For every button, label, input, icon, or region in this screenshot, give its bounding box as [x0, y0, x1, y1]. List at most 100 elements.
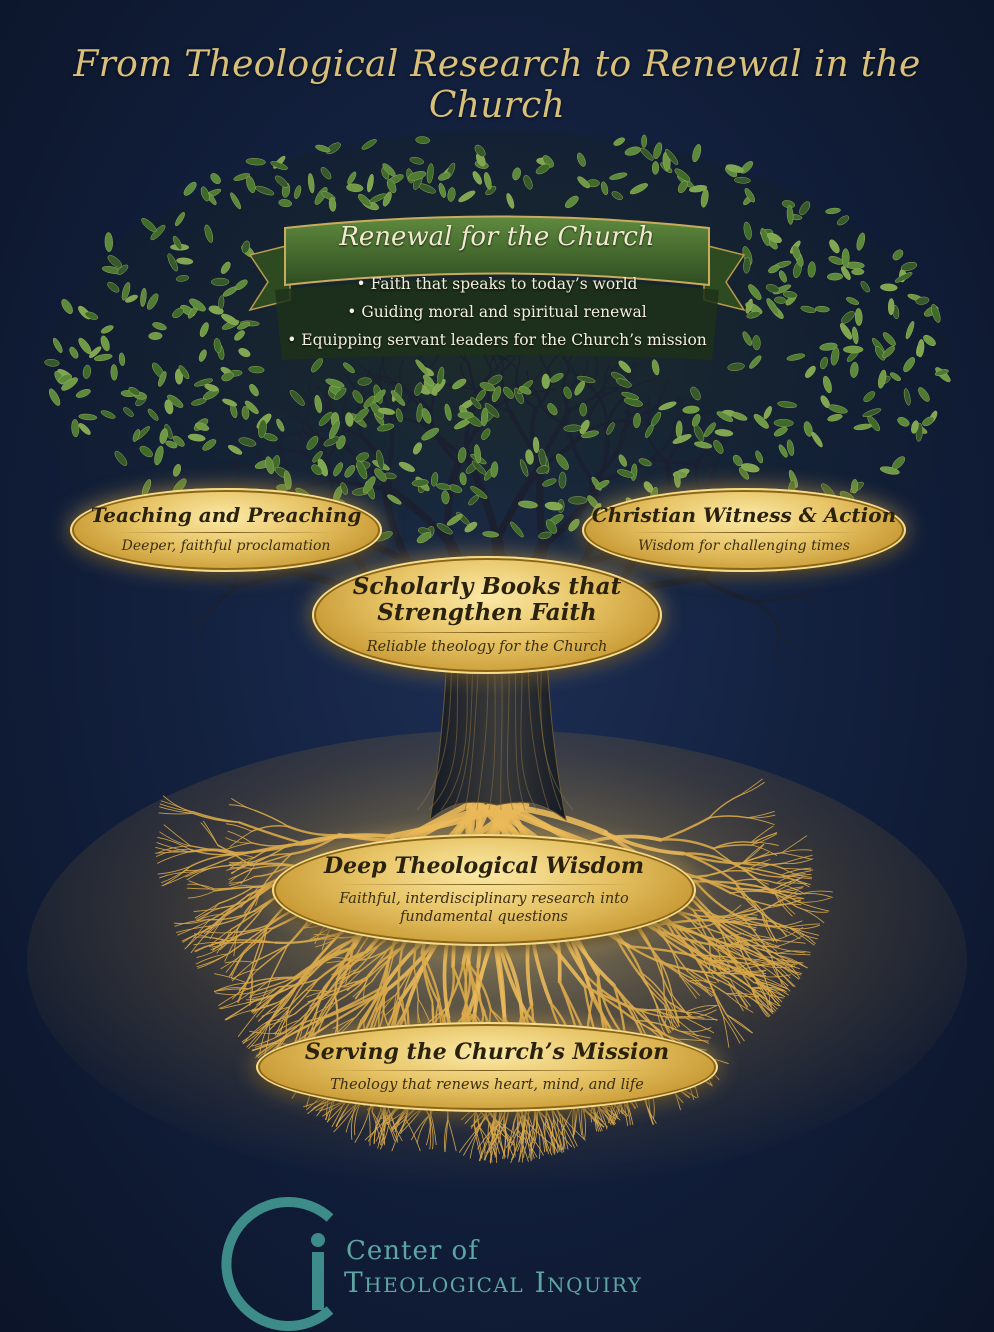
root-strand — [557, 1118, 576, 1149]
leaf — [922, 416, 935, 427]
leaf — [444, 403, 452, 421]
leaf — [311, 358, 323, 373]
root-strand — [405, 1119, 421, 1152]
root-strand — [254, 853, 293, 862]
leaf — [841, 248, 850, 268]
leaf — [415, 136, 430, 144]
root-strand — [750, 825, 774, 843]
root-strand — [705, 974, 727, 1016]
branch — [589, 357, 599, 388]
leaf — [577, 152, 586, 167]
root-strand — [378, 1107, 386, 1143]
root-strand — [371, 1111, 385, 1144]
root-strand — [708, 815, 749, 819]
root-strand — [216, 928, 232, 954]
leaf — [740, 161, 754, 174]
leaf — [491, 386, 502, 403]
leaf — [107, 255, 122, 268]
leaf — [457, 411, 474, 419]
root-strand — [670, 922, 708, 977]
leaf — [811, 431, 823, 448]
root-strand — [254, 809, 290, 828]
root-strand — [444, 1118, 449, 1153]
root-strand — [742, 844, 765, 864]
branch — [493, 463, 544, 544]
root-strand — [725, 993, 760, 998]
root-strand — [275, 1019, 301, 1037]
root-strand — [220, 1000, 255, 1010]
root-strand — [356, 943, 381, 970]
leaf — [61, 377, 78, 391]
branch — [691, 463, 718, 481]
root-strand — [368, 1110, 371, 1146]
root-strand — [527, 1110, 534, 1144]
root-strand — [366, 949, 389, 978]
leaf — [791, 245, 801, 260]
plaque-heading: Scholarly Books that — [352, 573, 622, 600]
root-strand — [426, 1111, 432, 1146]
leaf — [700, 188, 709, 208]
leaf — [512, 167, 521, 181]
root-strand — [249, 971, 253, 1006]
root-strand — [703, 958, 720, 983]
root-strand — [294, 991, 330, 1015]
root-strand — [763, 956, 798, 965]
root-strand — [186, 887, 216, 890]
root-strand — [673, 1015, 705, 1019]
leaf — [611, 191, 623, 200]
root-strand — [240, 861, 257, 885]
root-strand — [160, 800, 194, 814]
root-strand — [742, 851, 770, 864]
root-strand — [228, 876, 256, 884]
branch — [595, 422, 610, 485]
root-strand — [640, 972, 669, 1002]
branch — [381, 414, 425, 426]
leaf — [431, 472, 439, 487]
root-strand — [225, 823, 253, 832]
leaf — [195, 422, 210, 431]
root-strand — [159, 803, 194, 813]
root-strand — [218, 988, 250, 1006]
leaf — [446, 514, 463, 526]
branch — [589, 428, 626, 483]
leaf — [100, 410, 116, 419]
leaf — [258, 419, 267, 439]
leaf — [576, 375, 596, 383]
leaf — [653, 142, 663, 160]
root-strand — [729, 978, 748, 1007]
leaf — [805, 365, 816, 378]
root-strand — [451, 965, 471, 1015]
leaf — [564, 195, 579, 209]
logo-line2: Theological Inquiry — [344, 1266, 643, 1299]
leaf — [547, 403, 558, 416]
root-strand — [753, 982, 783, 1003]
leaf — [407, 171, 427, 181]
branch — [795, 583, 824, 598]
root-strand — [195, 953, 229, 965]
leaf — [276, 418, 285, 432]
root-strand — [640, 972, 659, 1009]
leaf — [78, 413, 98, 421]
root-strand — [333, 992, 339, 1035]
leaf — [638, 458, 652, 467]
root-strand — [237, 821, 303, 845]
leaf — [484, 403, 500, 418]
leaf — [483, 172, 492, 190]
leaf — [307, 173, 315, 194]
leaf — [629, 183, 648, 195]
leaf — [377, 407, 396, 415]
leaf — [395, 408, 403, 423]
plaque-heading: Teaching and Preaching — [90, 503, 362, 528]
root-strand — [157, 836, 190, 850]
leaf — [457, 447, 467, 463]
leaf — [325, 378, 345, 388]
root-strand — [561, 1115, 569, 1150]
root-strand — [781, 852, 812, 860]
leaf — [241, 240, 251, 254]
root-strand — [255, 880, 267, 906]
leaf — [617, 469, 635, 478]
leaf — [827, 404, 848, 414]
leaf — [415, 359, 430, 376]
root-strand — [373, 1110, 384, 1145]
leaf — [773, 426, 788, 437]
